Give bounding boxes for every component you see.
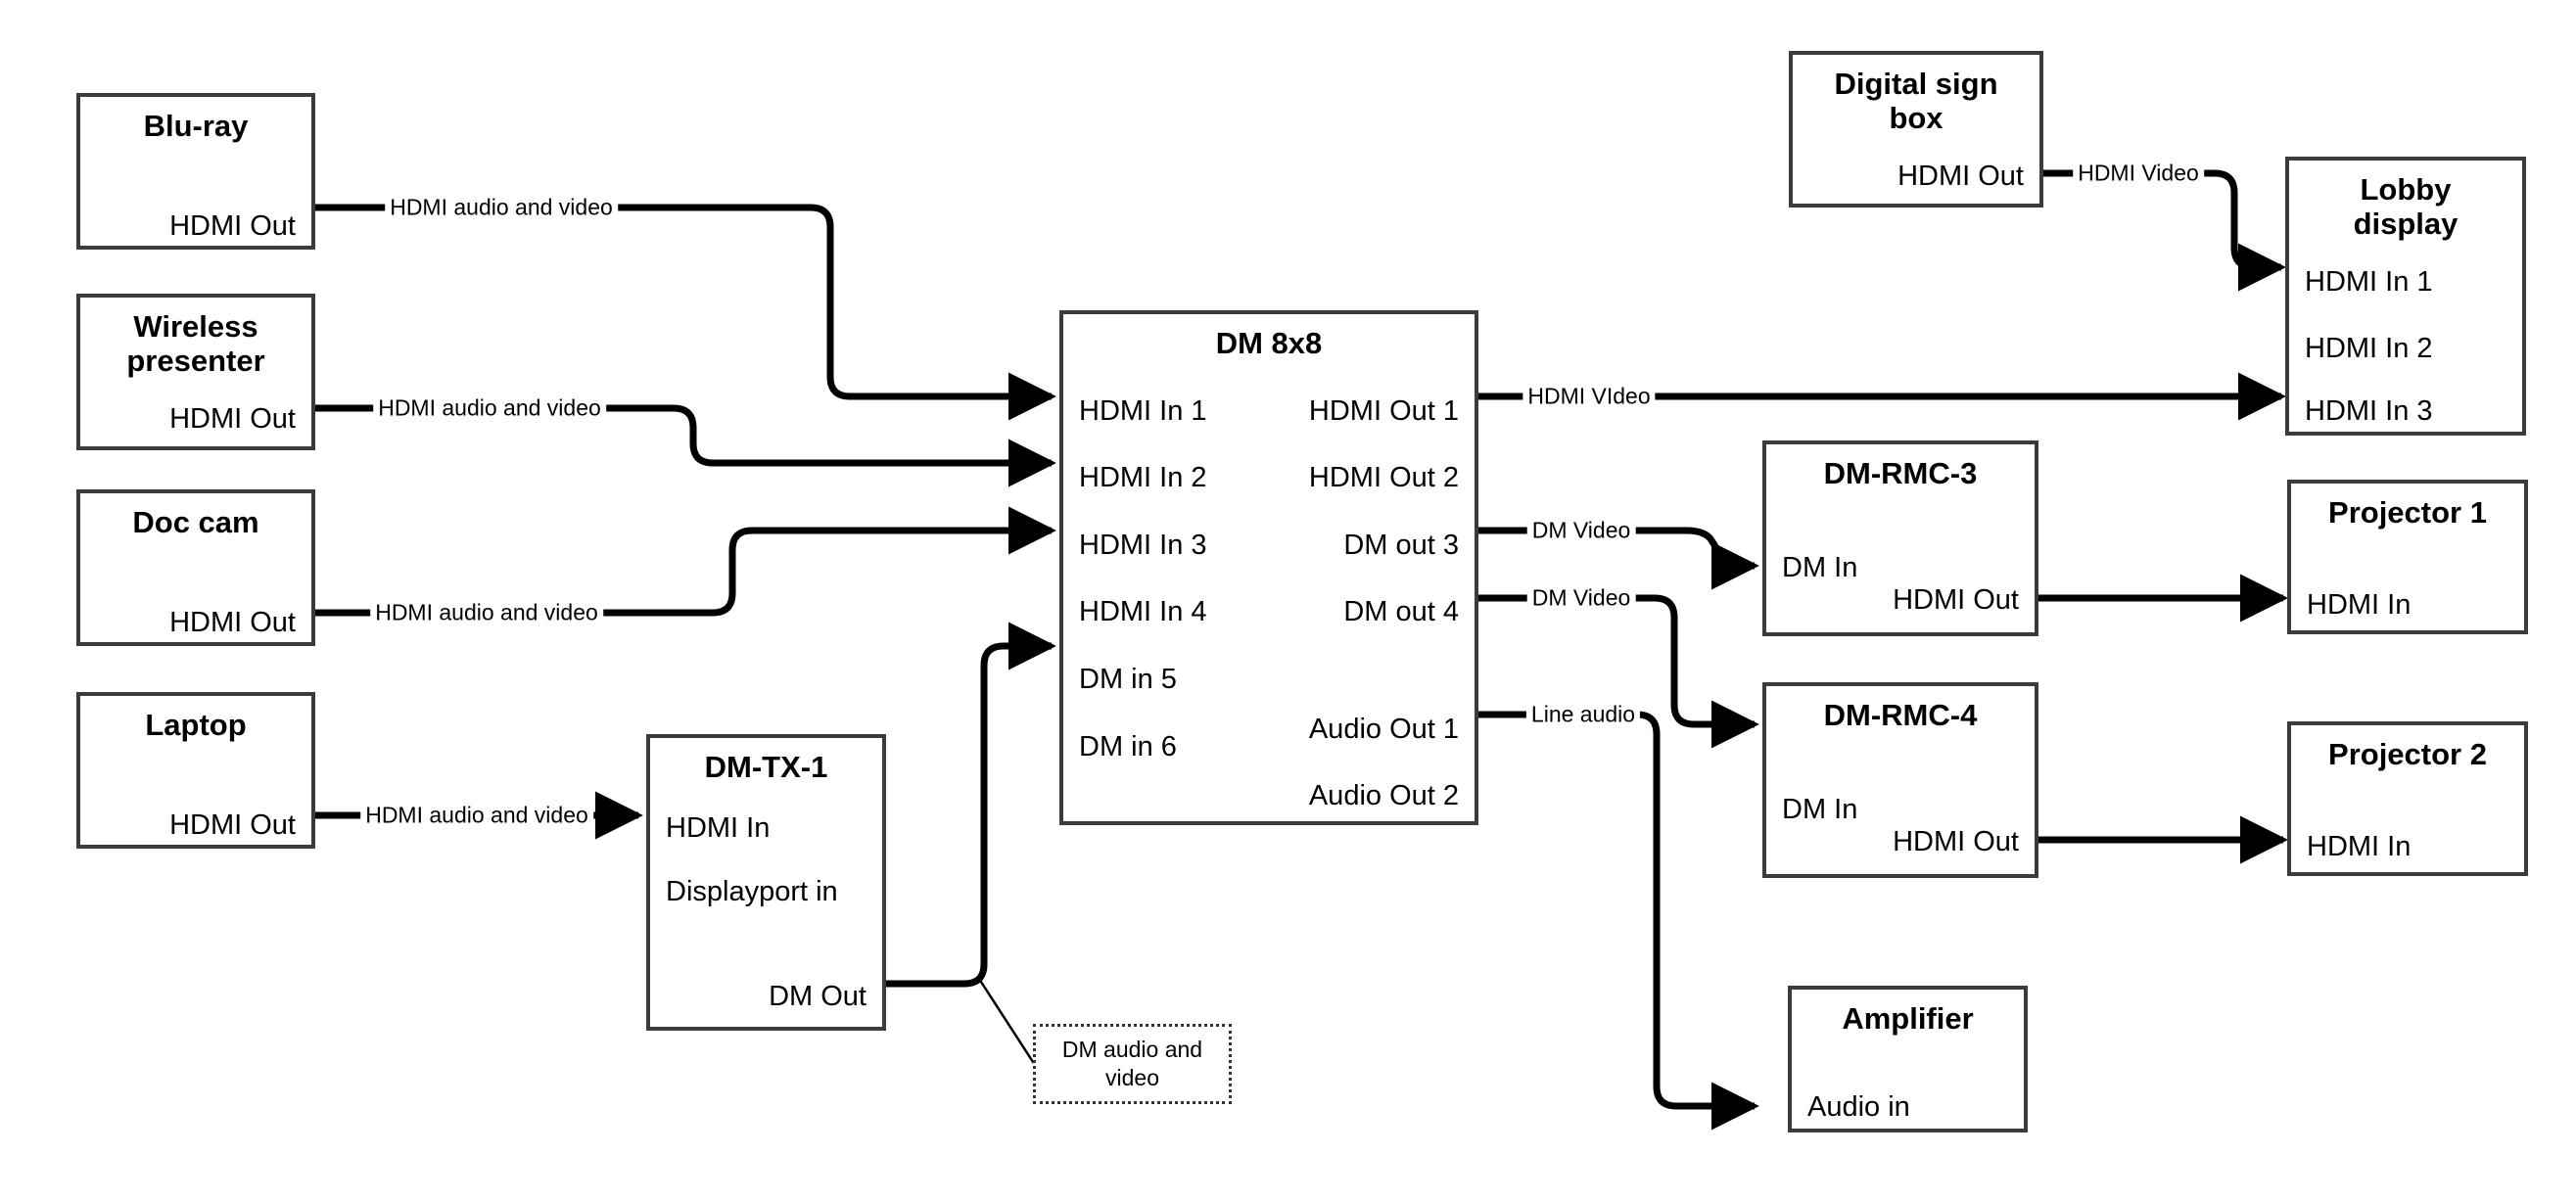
node-doc-cam-title: Doc cam (132, 505, 259, 539)
edge-label-dm8x8-out4-dm-video: DM Video (1526, 586, 1636, 610)
port-dm8x8-hdmi-out-1[interactable]: HDMI Out 1 (1308, 394, 1459, 427)
node-digital-sign-box-title-line2: box (1889, 100, 1944, 135)
port-amplifier-audio-in[interactable]: Audio in (1807, 1090, 1910, 1123)
node-bluray[interactable]: Blu-ray HDMI Out (76, 93, 315, 250)
node-digital-sign-box-title: Digital sign box (1793, 67, 2039, 135)
port-dmtx1-displayport-in[interactable]: Displayport in (666, 875, 838, 907)
port-dm8x8-hdmi-in-4[interactable]: HDMI In 4 (1079, 595, 1207, 627)
node-wireless-presenter-title-line2: presenter (126, 343, 265, 378)
node-bluray-ports: HDMI Out (80, 144, 311, 246)
port-dm8x8-audio-out-2[interactable]: Audio Out 2 (1308, 779, 1459, 811)
node-lobby-display-title: Lobby display (2289, 172, 2522, 241)
node-dm-8x8-title: DM 8x8 (1215, 326, 1323, 360)
port-dm8x8-dm-out-3[interactable]: DM out 3 (1343, 529, 1459, 561)
annotation-line2: video (1105, 1065, 1159, 1090)
port-dmtx1-dm-out[interactable]: DM Out (769, 980, 866, 1012)
edge-label-digitalsign-to-lobby: HDMI Video (2073, 162, 2204, 185)
node-amplifier[interactable]: Amplifier Audio in (1788, 986, 2028, 1132)
port-projector2-hdmi-in[interactable]: HDMI In (2307, 830, 2412, 862)
node-lobby-display[interactable]: Lobby display HDMI In 1 HDMI In 2 HDMI I… (2285, 157, 2526, 436)
node-lobby-display-title-line1: Lobby (2360, 172, 2452, 207)
port-dm8x8-hdmi-in-2[interactable]: HDMI In 2 (1079, 461, 1207, 493)
node-digital-sign-box-ports: HDMI Out (1793, 135, 2039, 204)
node-projector-1[interactable]: Projector 1 HDMI In (2287, 480, 2528, 634)
node-bluray-title: Blu-ray (143, 109, 249, 143)
edge-label-dm8x8-out3-dm-video: DM Video (1526, 519, 1636, 542)
node-wireless-presenter-ports: HDMI Out (80, 378, 311, 446)
port-bluray-hdmi-out[interactable]: HDMI Out (169, 209, 296, 242)
wire-dm8x8-aout1-to-amplifier (1478, 711, 1759, 1131)
node-wireless-presenter[interactable]: Wireless presenter HDMI Out (76, 294, 315, 450)
port-laptop-hdmi-out[interactable]: HDMI Out (169, 808, 296, 841)
node-dm-rmc-4[interactable]: DM-RMC-4 DM In HDMI Out (1762, 682, 2038, 878)
port-dm8x8-audio-out-1[interactable]: Audio Out 1 (1308, 713, 1459, 745)
node-laptop[interactable]: Laptop HDMI Out (76, 692, 315, 849)
wire-bluray-to-dm8x8 (315, 204, 1056, 421)
node-projector-2[interactable]: Projector 2 HDMI In (2287, 721, 2528, 876)
port-dm8x8-hdmi-in-1[interactable]: HDMI In 1 (1079, 394, 1207, 427)
node-dm-8x8[interactable]: DM 8x8 HDMI In 1 HDMI In 2 HDMI In 3 HDM… (1059, 310, 1478, 825)
port-dmrmc3-dm-in[interactable]: DM In (1782, 551, 1858, 583)
port-dmrmc3-hdmi-out[interactable]: HDMI Out (1893, 583, 2019, 616)
node-doc-cam-ports: HDMI Out (80, 540, 311, 642)
node-dm-tx-1-ports: HDMI In Displayport in DM Out (650, 785, 882, 1027)
node-dm-rmc-4-title: DM-RMC-4 (1823, 698, 1978, 732)
port-dmrmc4-hdmi-out[interactable]: HDMI Out (1893, 825, 2019, 857)
node-laptop-title: Laptop (145, 708, 247, 742)
port-projector1-hdmi-in[interactable]: HDMI In (2307, 588, 2412, 621)
annotation-line1: DM audio and (1061, 1037, 1203, 1063)
port-dm8x8-dm-out-4[interactable]: DM out 4 (1343, 595, 1459, 627)
node-projector-1-ports: HDMI In (2291, 531, 2524, 630)
node-dm-rmc-3-title: DM-RMC-3 (1823, 456, 1978, 490)
port-dmtx1-hdmi-in[interactable]: HDMI In (666, 811, 771, 844)
node-digital-sign-box[interactable]: Digital sign box HDMI Out (1789, 51, 2043, 208)
node-laptop-ports: HDMI Out (80, 743, 311, 845)
port-dm8x8-dm-in-5[interactable]: DM in 5 (1079, 663, 1177, 695)
port-doccam-hdmi-out[interactable]: HDMI Out (169, 606, 296, 638)
node-dm-rmc-3[interactable]: DM-RMC-3 DM In HDMI Out (1762, 440, 2038, 636)
wire-dmtx1-to-dm8x8 (886, 622, 1056, 988)
port-dm8x8-dm-in-6[interactable]: DM in 6 (1079, 730, 1177, 762)
port-lobby-hdmi-in-3[interactable]: HDMI In 3 (2305, 395, 2433, 428)
port-lobby-hdmi-in-1[interactable]: HDMI In 1 (2305, 266, 2433, 299)
node-dm-rmc-3-ports: DM In HDMI Out (1766, 491, 2035, 632)
node-wireless-presenter-title: Wireless presenter (80, 309, 311, 378)
node-dm-tx-1-title: DM-TX-1 (704, 750, 828, 784)
edge-label-wireless-to-dm8x8: HDMI audio and video (373, 396, 606, 420)
node-projector-2-ports: HDMI In (2291, 772, 2524, 872)
node-doc-cam[interactable]: Doc cam HDMI Out (76, 489, 315, 646)
node-digital-sign-box-title-line1: Digital sign (1834, 67, 1998, 101)
port-dmrmc4-dm-in[interactable]: DM In (1782, 793, 1858, 825)
node-lobby-display-title-line2: display (2353, 206, 2459, 241)
port-digitalsign-hdmi-out[interactable]: HDMI Out (1897, 161, 2024, 193)
edge-label-doccam-to-dm8x8: HDMI audio and video (370, 601, 603, 624)
port-dm8x8-hdmi-out-2[interactable]: HDMI Out 2 (1308, 461, 1459, 493)
node-dm-rmc-4-ports: DM In HDMI Out (1766, 733, 2035, 874)
node-dm-tx-1[interactable]: DM-TX-1 HDMI In Displayport in DM Out (646, 734, 886, 1031)
node-amplifier-title: Amplifier (1842, 1001, 1974, 1036)
port-dm8x8-hdmi-in-3[interactable]: HDMI In 3 (1079, 529, 1207, 561)
port-wireless-hdmi-out[interactable]: HDMI Out (169, 403, 296, 436)
node-wireless-presenter-title-line1: Wireless (133, 309, 258, 344)
node-projector-2-title: Projector 2 (2328, 737, 2487, 771)
edge-label-dm8x8-out1-hdmi-video: HDMI VIdeo (1522, 385, 1656, 408)
edge-label-laptop-to-dmtx1: HDMI audio and video (360, 804, 593, 827)
node-lobby-display-ports: HDMI In 1 HDMI In 2 HDMI In 3 (2289, 241, 2522, 432)
edge-label-bluray-to-dm8x8: HDMI audio and video (385, 196, 618, 219)
annotation-dm-audio-and-video-text: DM audio and video (1062, 1036, 1202, 1092)
wire-digitalsign-to-lobby (2043, 169, 2286, 292)
port-lobby-hdmi-in-2[interactable]: HDMI In 2 (2305, 333, 2433, 365)
node-projector-1-title: Projector 1 (2328, 495, 2487, 530)
leader-line-dm-audio-video-note (977, 978, 1037, 1066)
edge-label-dm8x8-aout1-line-audio: Line audio (1525, 703, 1641, 726)
annotation-dm-audio-and-video: DM audio and video (1033, 1024, 1232, 1104)
node-dm-8x8-ports: HDMI In 1 HDMI In 2 HDMI In 3 HDMI In 4 … (1063, 361, 1475, 821)
node-amplifier-ports: Audio in (1792, 1037, 2024, 1129)
